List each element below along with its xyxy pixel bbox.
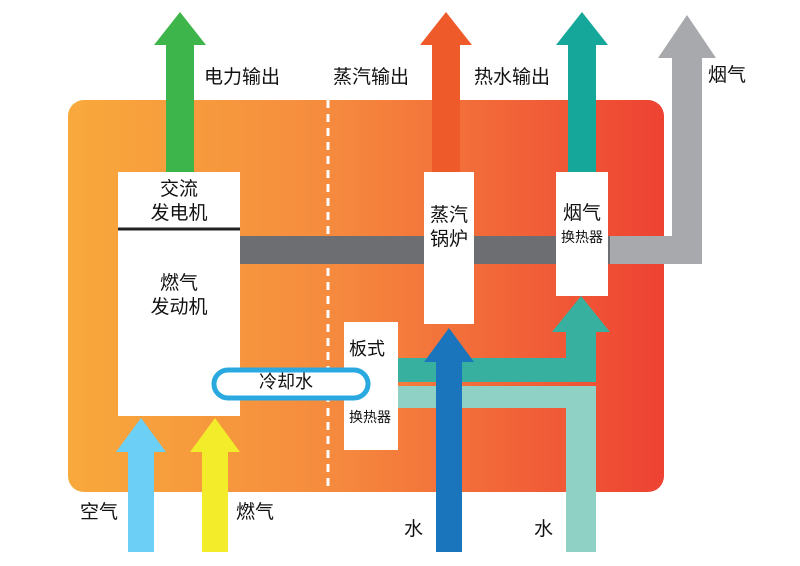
flue-gas-duct bbox=[610, 15, 716, 264]
generator-label-line1: 交流 bbox=[159, 178, 198, 200]
air-input-arrow bbox=[116, 418, 166, 552]
fuel-input-label: 燃气 bbox=[236, 501, 275, 523]
flue-hx-label-line1: 烟气 bbox=[562, 202, 601, 224]
engine-label-line2: 发动机 bbox=[150, 295, 208, 318]
generator-label: 交流 发电机 bbox=[118, 178, 240, 226]
flue-gas-heat-exchanger-box bbox=[556, 172, 608, 296]
plate-hx-label-line2: 换热器 bbox=[349, 410, 391, 426]
steam-boiler-box bbox=[424, 172, 474, 324]
engine-label: 燃气 发动机 bbox=[118, 272, 240, 320]
steam-output-label: 蒸汽输出 bbox=[333, 66, 410, 88]
water-input-label: 水 bbox=[404, 518, 424, 540]
return-water-input-label: 水 bbox=[534, 518, 554, 540]
hot-water-output-label: 热水输出 bbox=[474, 66, 551, 88]
flue-hx-label-line2: 换热器 bbox=[561, 229, 603, 246]
fuel-input-arrow bbox=[190, 418, 240, 552]
flue-hx-label: 烟气 换热器 bbox=[552, 202, 612, 247]
cooling-water-loop bbox=[211, 367, 371, 401]
plate-hx-label-line1: 板式 bbox=[349, 339, 385, 360]
return-water-pipe bbox=[398, 386, 596, 552]
engine-label-line1: 燃气 bbox=[159, 272, 198, 294]
cooling-water-label: 冷却水 bbox=[259, 372, 313, 393]
water-input-arrow bbox=[424, 328, 474, 552]
boiler-label-line2: 锅炉 bbox=[429, 227, 468, 250]
steam-boiler-label: 蒸汽 锅炉 bbox=[424, 204, 474, 252]
electricity-output-arrow bbox=[154, 12, 206, 172]
steam-output-arrow bbox=[420, 12, 472, 172]
boiler-label-line1: 蒸汽 bbox=[429, 204, 468, 226]
air-input-label: 空气 bbox=[80, 501, 119, 523]
hot-water-output-arrow bbox=[556, 12, 608, 172]
electricity-output-label: 电力输出 bbox=[204, 66, 281, 88]
generator-label-line2: 发电机 bbox=[150, 201, 208, 224]
flue-gas-output-label: 烟气 bbox=[708, 64, 747, 86]
